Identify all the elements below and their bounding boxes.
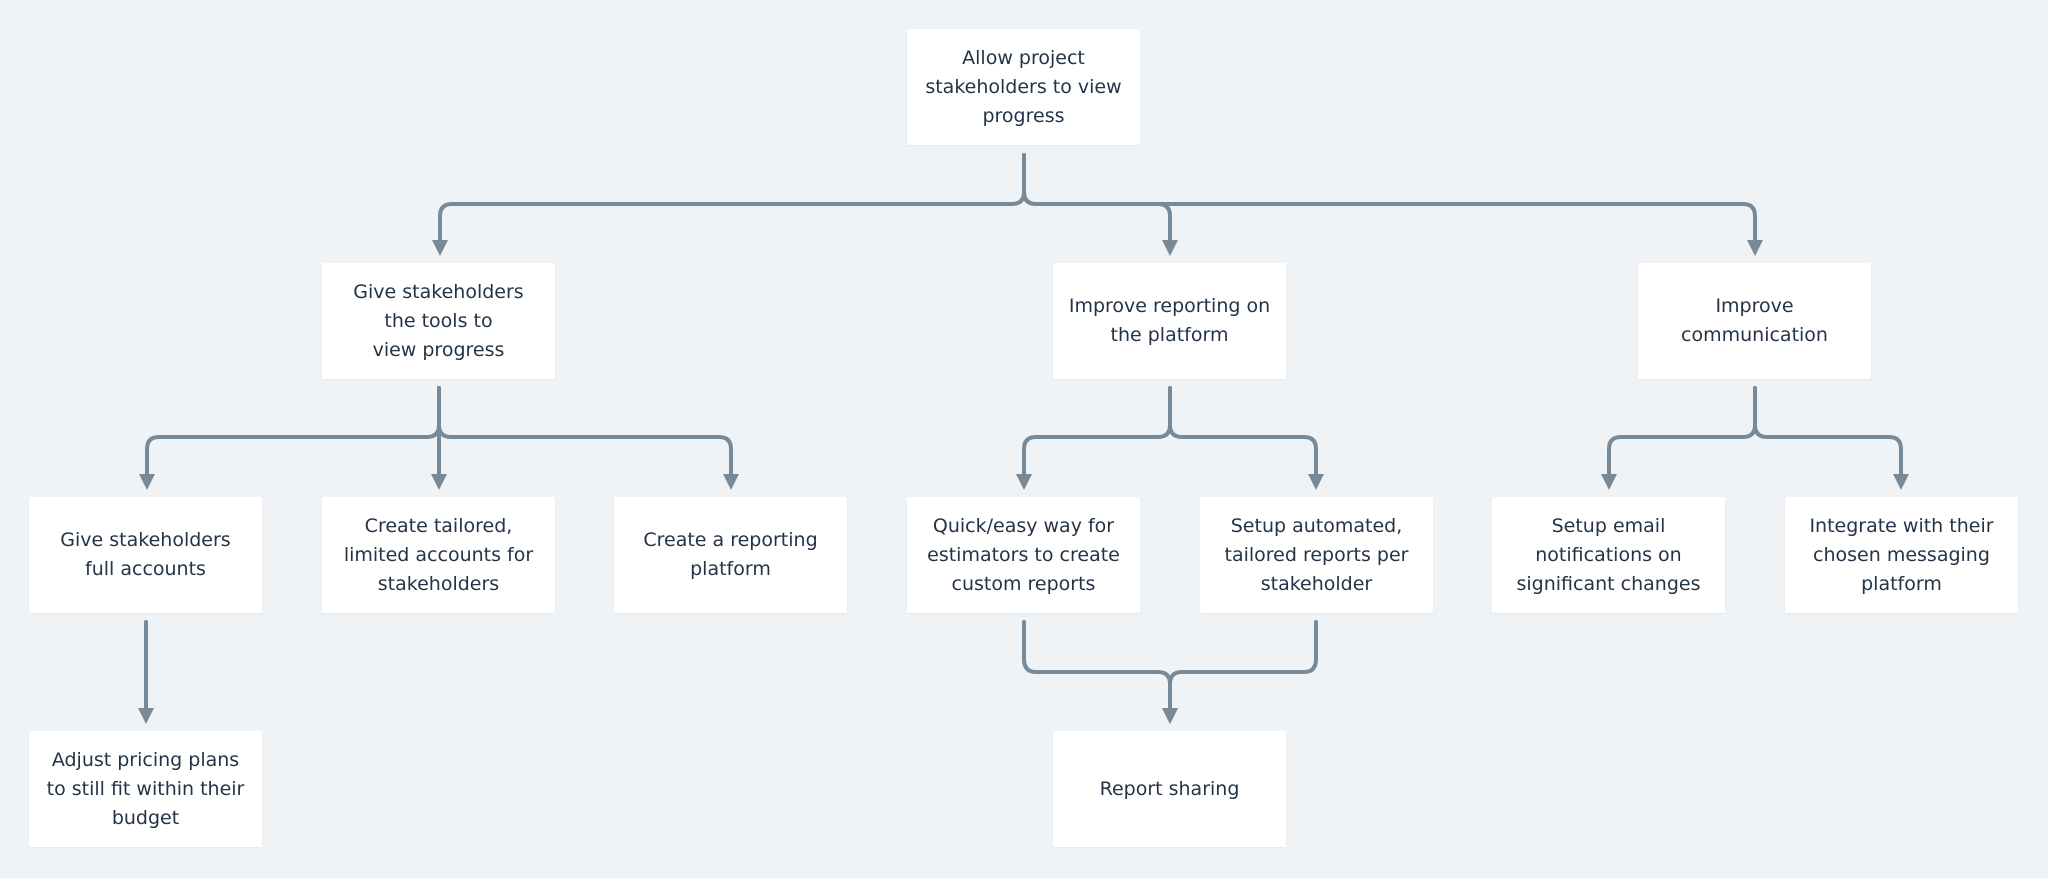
connector-root-to-reporting: [1022, 153, 1178, 256]
node-root-goal: Allow project stakeholders to view progr…: [907, 29, 1140, 145]
connector-reporting-to-quick-reports: [1016, 386, 1172, 490]
node-quick-reports: Quick/easy way for estimators to create …: [907, 497, 1140, 613]
connector-communication-to-messaging: [1753, 386, 1909, 490]
node-report-sharing: Report sharing: [1053, 731, 1286, 847]
connector-root-to-communication: [1022, 153, 1763, 256]
node-improve-reporting: Improve reporting on the platform: [1053, 263, 1286, 379]
node-adjust-pricing: Adjust pricing plans to still fit within…: [29, 731, 262, 847]
connector-tools-to-reporting-platform: [437, 386, 739, 490]
connector-tools-to-full-accounts: [139, 386, 441, 490]
node-automated-reports: Setup automated, tailored reports per st…: [1200, 497, 1433, 613]
node-email-notifications: Setup email notifications on significant…: [1492, 497, 1725, 613]
node-tailored-accounts: Create tailored, limited accounts for st…: [322, 497, 555, 613]
connector-root-to-tools: [432, 153, 1026, 256]
connector-quick-reports-to-sharing: [1022, 620, 1178, 724]
node-reporting-platform: Create a reporting platform: [614, 497, 847, 613]
connector-communication-to-email: [1601, 386, 1757, 490]
node-messaging-integration: Integrate with their chosen messaging pl…: [1785, 497, 2018, 613]
node-full-accounts: Give stakeholders full accounts: [29, 497, 262, 613]
connector-automated-reports-to-sharing: [1162, 620, 1318, 724]
connector-reporting-to-automated-reports: [1168, 386, 1324, 490]
node-give-tools: Give stakeholders the tools to view prog…: [322, 263, 555, 379]
node-improve-communication: Improve communication: [1638, 263, 1871, 379]
